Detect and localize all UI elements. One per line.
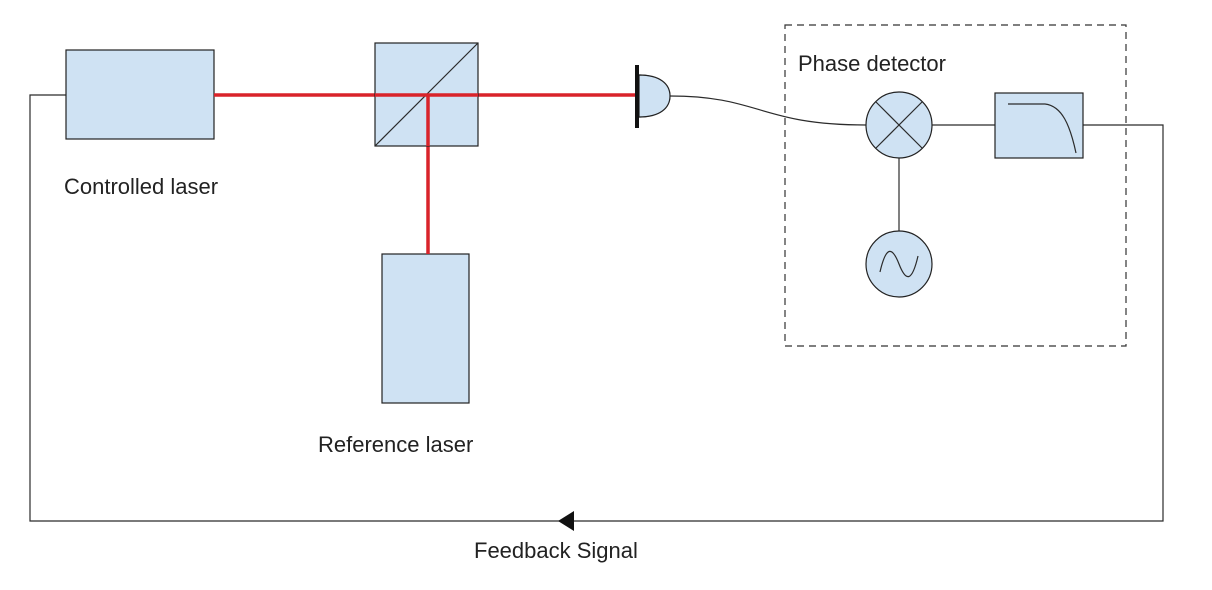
lowpass-filter-icon bbox=[994, 92, 1084, 159]
reference-laser-label: Reference laser bbox=[318, 432, 473, 457]
sine-oscillator-icon bbox=[865, 230, 933, 298]
phase-detector-frame bbox=[784, 24, 1127, 347]
photodetector-icon bbox=[635, 65, 671, 128]
controlled-laser-box bbox=[65, 49, 215, 140]
feedback-wire bbox=[29, 94, 1164, 522]
mixer-x-circle-icon bbox=[865, 91, 933, 159]
controlled-laser-label: Controlled laser bbox=[64, 174, 218, 199]
reference-laser-box bbox=[381, 253, 470, 404]
signal-wire-to-mixer bbox=[669, 95, 867, 126]
feedback-signal-label: Feedback Signal bbox=[474, 538, 638, 563]
phase-detector-label: Phase detector bbox=[798, 51, 946, 76]
feedback-arrow-icon bbox=[558, 511, 574, 531]
